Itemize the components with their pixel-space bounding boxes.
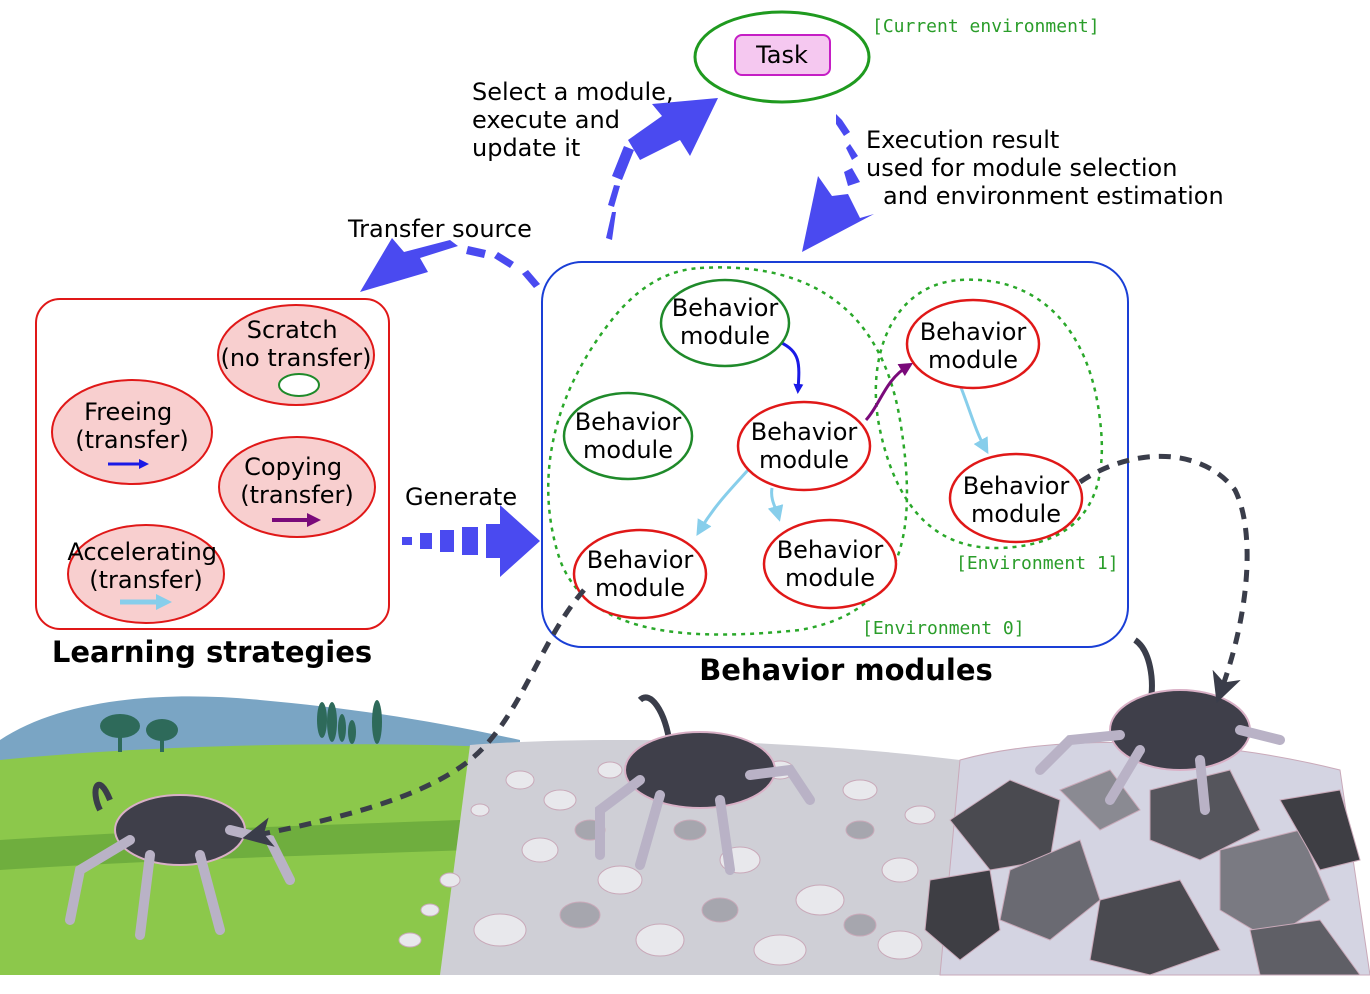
task-box [734, 34, 831, 76]
landscape-scene [0, 637, 1370, 976]
tree-group [100, 700, 382, 752]
flow-labels: Select a module, execute and update it E… [347, 78, 1224, 511]
pebbles-dark [559, 819, 877, 937]
select-module-arrow [606, 98, 718, 240]
task-label: Task [755, 41, 808, 69]
strategy-scratch: Scratch (no transfer) [217, 304, 375, 406]
strategy-accelerating: Accelerating (transfer) [67, 524, 225, 624]
transfer-source-arrow [360, 238, 540, 292]
strategy-copying: Copying (transfer) [218, 436, 376, 538]
generate-arrow [402, 505, 540, 577]
svg-text:Freeing (transfer): Freeing (transfer) [75, 398, 189, 454]
copying-link [864, 362, 914, 422]
hexapod-robot-rocks [1035, 637, 1285, 815]
select-module-label: Select a module, execute and update it [472, 78, 681, 162]
generate-label: Generate [405, 483, 517, 511]
freeing-link [779, 340, 804, 394]
hexapod-robot-grass [65, 781, 295, 940]
environment-0-label: [Environment 0] [862, 618, 1025, 639]
transfer-source-label: Transfer source [347, 215, 532, 243]
svg-text:Copying (transfer): Copying (transfer) [240, 453, 354, 509]
learning-strategies-title: Learning strategies [52, 635, 372, 669]
current-environment-label: [Current environment] [872, 16, 1100, 37]
rocks [924, 769, 1361, 976]
flow-arrows [360, 98, 874, 577]
strategy-freeing: Freeing (transfer) [51, 379, 213, 485]
execution-result-arrow [802, 114, 874, 252]
environment-1-boundary [874, 278, 1104, 550]
behavior-modules-title: Behavior modules [699, 653, 993, 687]
current-environment: Task [Current environment] [693, 10, 1100, 104]
green-ellipse-icon [278, 373, 320, 397]
execution-result-label: Execution result used for module selecti… [866, 126, 1224, 210]
svg-text:Accelerating (transfer: Accelerating (transfer) [67, 538, 224, 594]
accelerating-link-env1 [958, 384, 989, 455]
svg-text:Scratch (no transfer): Scratch (no transfer) [220, 316, 371, 372]
environment-1-label: [Environment 1] [956, 553, 1119, 574]
environment-0-boundary [547, 266, 909, 636]
accelerating-link-left [696, 468, 750, 537]
hexapod-robot-pebbles [595, 694, 815, 875]
learning-strategies-panel: Scratch (no transfer) Freeing (transfer)… [35, 298, 390, 669]
module-to-rock-robot-link [1078, 453, 1250, 704]
robot-links [242, 453, 1250, 847]
accelerating-link-down [767, 487, 784, 522]
module-to-grass-robot-link [242, 588, 586, 847]
grass-field [0, 744, 540, 975]
